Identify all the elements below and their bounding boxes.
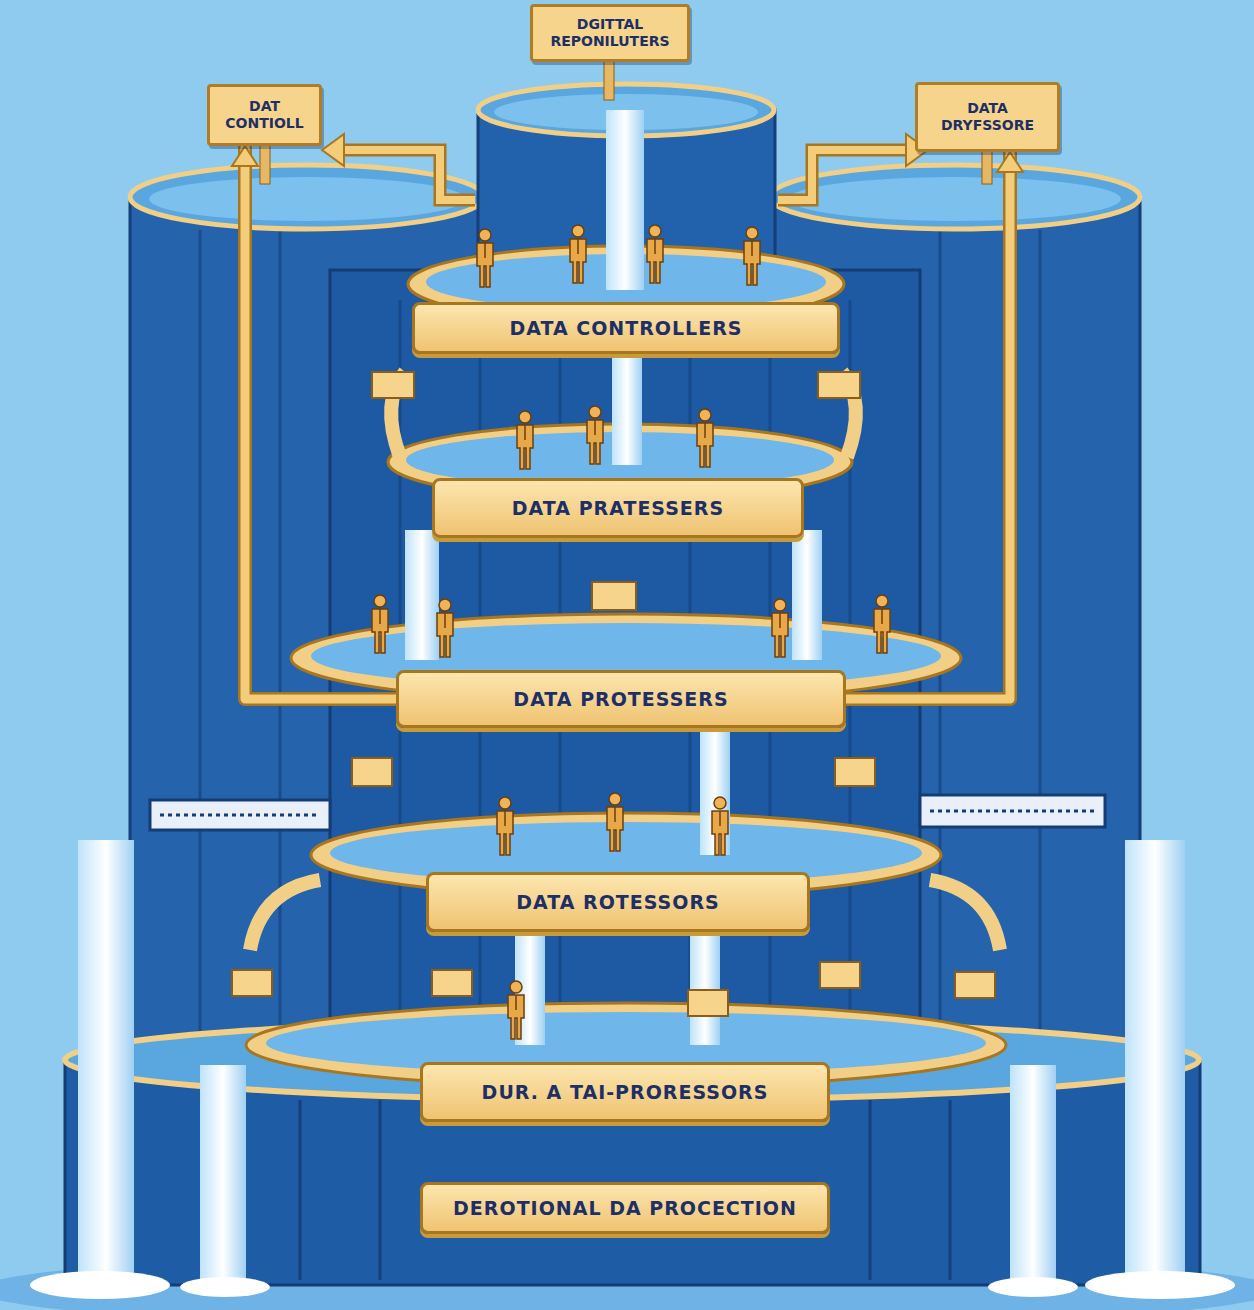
foam [988,1277,1078,1297]
person [372,595,388,653]
waterfall [200,1065,246,1285]
person [744,227,760,285]
small-sign [955,972,995,998]
base-cylinder [65,1060,1200,1285]
node-label: DATA PROTESSERS [513,688,728,710]
tank-stripe [199,230,202,1060]
pipe-connector [846,152,1023,699]
base-stripe [379,1100,382,1280]
small-sign [592,582,636,610]
pipe [250,880,320,950]
tank-stripe [1039,230,1042,1060]
node-label: DATA ROTESSORS [516,891,720,913]
person [874,595,890,653]
person [508,981,524,1039]
pipe-outline [846,152,1010,699]
tier-band: DUR. A TAI-PRORESSORS [420,1062,830,1122]
tank-stripe [279,230,282,1060]
node-label: DUR. A TAI-PRORESSORS [482,1081,769,1103]
person [517,411,533,469]
tier-band: DATA ROTESSORS [426,872,810,932]
small-sign [372,372,414,398]
pipe-connector [232,146,396,699]
arrow-head [322,134,344,166]
tank-water [149,177,465,221]
node-label: DATA DRYFSSORE [924,100,1051,134]
waterfall [792,530,822,660]
tank-water [789,177,1121,221]
vent-grille [920,795,1105,827]
tank-sign: DATA DRYFSSORE [915,82,1060,152]
flow-arrow [778,150,910,200]
sign-pole [604,60,614,100]
node-label: DEROTIONAL DA PROCECTION [453,1197,797,1219]
base-stripe [949,1100,952,1280]
pipe-outline [245,146,396,699]
small-sign [818,372,860,398]
tank-rim [130,165,484,229]
title-sign: DGITTAL REPONILUTERS [530,4,690,62]
vent-slot [160,814,320,817]
waterfall [1010,1065,1056,1285]
vent-slot [930,810,1095,813]
node-label: DGITTAL REPONILUTERS [539,16,681,50]
vent-grille [150,800,330,830]
person [697,409,713,467]
pipe-fill [245,146,396,699]
flow-arrow [778,150,910,200]
person [712,797,728,855]
foam [180,1277,270,1297]
waterfall [612,355,642,465]
waterfall [405,530,439,660]
person [437,599,453,657]
person [477,229,493,287]
sign-pole [260,144,270,184]
tier-band: DATA PRATESSERS [432,478,804,538]
tier-band: DATA CONTROLLERS [412,302,840,354]
person [497,797,513,855]
flow-arrow [340,150,475,200]
pipe [930,880,1000,950]
person [772,599,788,657]
waterfall [700,730,730,855]
node-label: DATA CONTROLLERS [509,317,742,339]
arrow-head [997,152,1023,172]
small-sign [232,970,272,996]
person [587,406,603,464]
small-sign [688,990,728,1016]
tier-band: DEROTIONAL DA PROCECTION [420,1182,830,1234]
node-label: DATA PRATESSERS [512,497,724,519]
base-stripe [869,1100,872,1280]
foam [1085,1271,1235,1299]
tank-sign: DAT CONTIOLL [207,84,322,146]
person [570,225,586,283]
waterfall [1125,840,1185,1285]
node-label: DAT CONTIOLL [216,98,313,132]
small-sign [820,962,860,988]
small-sign [835,758,875,786]
waterfall [606,110,644,290]
foam [30,1271,170,1299]
waterfall [78,840,134,1285]
pipe-fill [846,152,1010,699]
arrow-head [232,146,258,166]
person [607,793,623,851]
tank-rim [770,165,1140,229]
small-sign [432,970,472,996]
person [647,225,663,283]
flow-arrow [340,150,475,200]
sign-pole [982,150,992,184]
tier-band: DATA PROTESSERS [396,670,846,728]
small-sign [352,758,392,786]
base-stripe [299,1100,302,1280]
